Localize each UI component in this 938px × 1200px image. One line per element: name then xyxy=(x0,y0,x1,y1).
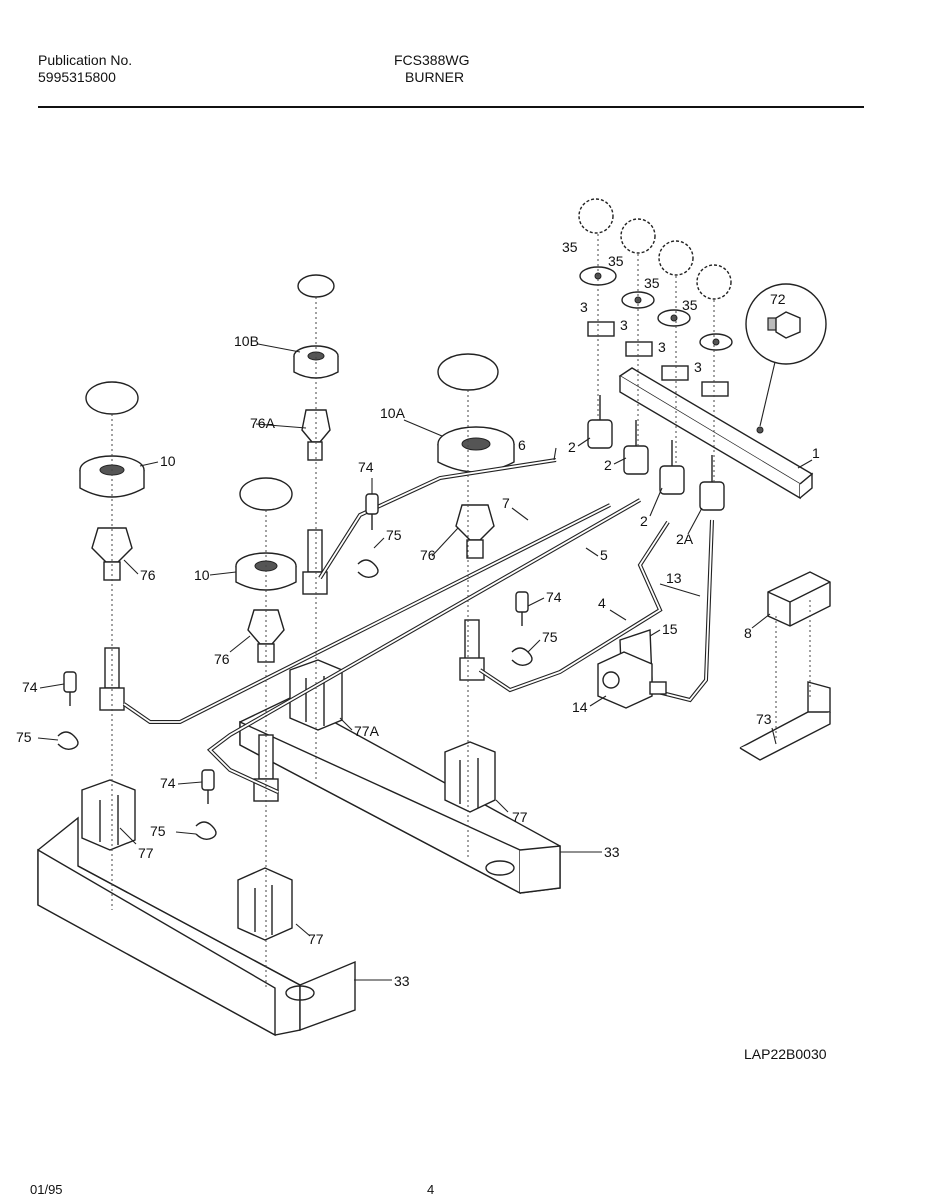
callout-35-d: 35 xyxy=(682,297,698,313)
callout-76-center: 76 xyxy=(214,651,230,667)
module-bracket-73 xyxy=(739,681,831,761)
callout-75-c: 75 xyxy=(16,729,32,745)
burner-head-10A xyxy=(437,426,515,473)
callout-33-front: 33 xyxy=(394,973,410,989)
burner-cap-10-center xyxy=(239,477,293,511)
callout-75-b: 75 xyxy=(542,629,558,645)
section-title: BURNER xyxy=(405,69,465,85)
spark-module-8 xyxy=(767,571,831,627)
callout-6: 6 xyxy=(518,437,526,453)
header-rule xyxy=(38,106,864,108)
model-number: FCS388WG xyxy=(394,52,470,68)
callout-76-right: 76 xyxy=(420,547,436,563)
callout-1: 1 xyxy=(812,445,820,461)
leader-lines xyxy=(37,343,813,981)
burner-cap-10A xyxy=(437,353,499,391)
callout-35-a: 35 xyxy=(562,239,578,255)
control-knobs xyxy=(578,198,732,300)
callout-74-a: 74 xyxy=(358,459,374,475)
burner-box-rear xyxy=(239,697,561,895)
orifice-holder-76-right xyxy=(455,504,495,559)
callout-8: 8 xyxy=(744,625,752,641)
callout-3-d: 3 xyxy=(694,359,702,375)
callout-75-d: 75 xyxy=(150,823,166,839)
screw-72-detail xyxy=(745,283,827,434)
callout-15: 15 xyxy=(662,621,678,637)
callout-10-left: 10 xyxy=(160,453,176,469)
callout-2-c: 2 xyxy=(640,513,648,529)
callout-74-c: 74 xyxy=(22,679,38,695)
callout-77-center: 77 xyxy=(308,931,324,947)
callout-76A: 76A xyxy=(250,415,276,431)
callout-10A: 10A xyxy=(380,405,406,421)
diagram-code: LAP22B0030 xyxy=(744,1046,827,1062)
callout-3-a: 3 xyxy=(580,299,588,315)
callout-77-right: 77 xyxy=(512,809,528,825)
callout-5: 5 xyxy=(600,547,608,563)
assembly-centerlines xyxy=(111,234,811,990)
burner-cap-10-left xyxy=(85,381,139,415)
publication-number: 5995315800 xyxy=(38,69,116,85)
electrode-clips-75 xyxy=(57,559,533,841)
mounting-post-rear-left xyxy=(302,529,328,595)
callout-74-d: 74 xyxy=(160,775,176,791)
burner-box-front xyxy=(37,816,356,1037)
callout-77A: 77A xyxy=(354,723,380,739)
pressure-regulator-14 xyxy=(597,651,667,709)
callout-3-b: 3 xyxy=(620,317,628,333)
burner-valves xyxy=(587,395,725,511)
callout-75-a: 75 xyxy=(386,527,402,543)
callout-14: 14 xyxy=(572,699,588,715)
callout-76-left: 76 xyxy=(140,567,156,583)
mounting-post-left xyxy=(99,647,125,711)
footer-page-number: 4 xyxy=(427,1182,435,1197)
burner-cap-10B xyxy=(297,274,335,298)
callout-3-c: 3 xyxy=(658,339,666,355)
electrodes-74 xyxy=(63,493,529,804)
callout-10B: 10B xyxy=(234,333,259,349)
manifold-1 xyxy=(618,367,814,500)
callout-2A: 2A xyxy=(676,531,694,547)
callout-35-b: 35 xyxy=(608,253,624,269)
ignition-switches-3 xyxy=(587,321,729,397)
callout-74-b: 74 xyxy=(546,589,562,605)
callout-77-left: 77 xyxy=(138,845,154,861)
orifice-holder-76A xyxy=(301,409,331,461)
callout-10-center: 10 xyxy=(194,567,210,583)
footer-date: 01/95 xyxy=(30,1182,63,1197)
callout-2-b: 2 xyxy=(604,457,612,473)
burner-bracket-77-right xyxy=(444,741,496,813)
callout-35-c: 35 xyxy=(644,275,660,291)
callout-2-a: 2 xyxy=(568,439,576,455)
callout-72: 72 xyxy=(770,291,786,307)
callout-13: 13 xyxy=(666,570,682,586)
callout-4: 4 xyxy=(598,595,606,611)
burner-bracket-77-left xyxy=(81,779,136,851)
gas-tubes xyxy=(122,458,714,794)
publication-label: Publication No. xyxy=(38,52,133,68)
callout-7: 7 xyxy=(502,495,510,511)
callout-73: 73 xyxy=(756,711,772,727)
burner-bracket-77-center xyxy=(237,867,293,941)
callout-33-rear: 33 xyxy=(604,844,620,860)
